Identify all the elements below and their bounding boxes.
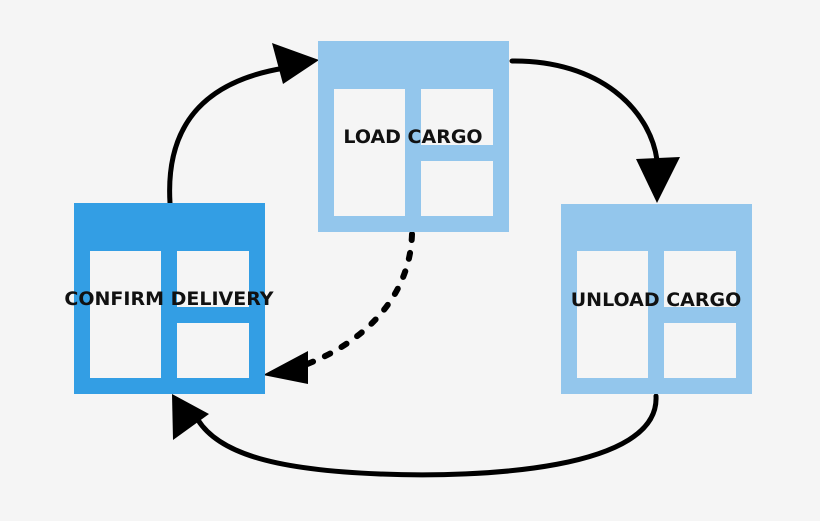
unload-cargo-panel-bottom-right [664, 323, 736, 378]
confirm-delivery-label: CONFIRM DELIVERY [64, 288, 273, 310]
edge-load-to-unload [509, 58, 660, 163]
load-cargo-label: LOAD CARGO [343, 126, 482, 148]
node-load-cargo: LOAD CARGO [318, 41, 509, 232]
unload-cargo-panel-left [577, 251, 648, 378]
confirm-delivery-panel-top-right [177, 251, 249, 307]
arrowhead-dotted-into-confirm-icon [263, 351, 308, 384]
load-cargo-panel-top-right [421, 89, 493, 145]
node-confirm-delivery: CONFIRM DELIVERY [64, 203, 274, 394]
load-cargo-panel-left [334, 89, 405, 216]
node-unload-cargo: UNLOAD CARGO [561, 204, 752, 394]
unload-cargo-panel-top-right [664, 251, 736, 307]
edge-load-to-confirm-dotted [299, 231, 415, 369]
edge-unload-to-confirm [195, 393, 659, 478]
confirm-delivery-panel-left [90, 251, 161, 378]
edges [167, 58, 660, 478]
arrowhead-into-confirm-icon [172, 394, 209, 440]
arrowhead-into-unload-icon [636, 157, 680, 203]
load-cargo-panel-bottom-right [421, 161, 493, 216]
arrowheads [172, 43, 680, 440]
edge-confirm-to-load [167, 65, 288, 206]
arrowhead-into-load-icon [272, 43, 319, 84]
unload-cargo-label: UNLOAD CARGO [571, 289, 742, 311]
confirm-delivery-panel-bottom-right [177, 323, 249, 378]
